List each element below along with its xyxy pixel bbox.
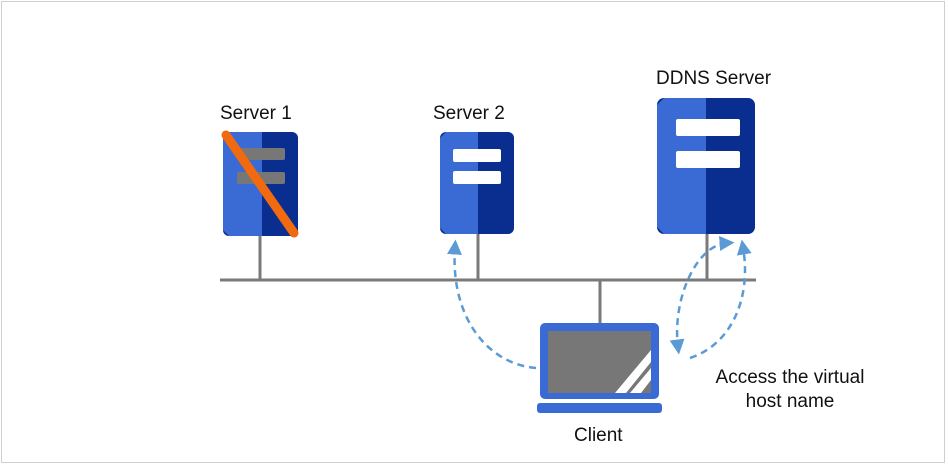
client-to-ddns-arrow	[669, 236, 735, 355]
server2-icon	[440, 132, 514, 234]
client-laptop-icon	[537, 323, 662, 413]
server1-label: Server 1	[220, 103, 292, 124]
ddns-server-label: DDNS Server	[656, 68, 772, 89]
access-note: Access the virtual host name	[700, 366, 880, 414]
server2-label: Server 2	[433, 103, 505, 124]
access-note-line2: host name	[745, 391, 835, 412]
ddns-query-arrow	[689, 239, 752, 360]
ddns-server-icon	[657, 98, 755, 234]
client-label: Client	[574, 425, 623, 446]
access-note-line1: Access the virtual	[715, 367, 865, 388]
failure-cross-icon	[221, 130, 299, 238]
server1-icon	[221, 130, 299, 238]
client-to-server2-arrow	[446, 239, 537, 370]
